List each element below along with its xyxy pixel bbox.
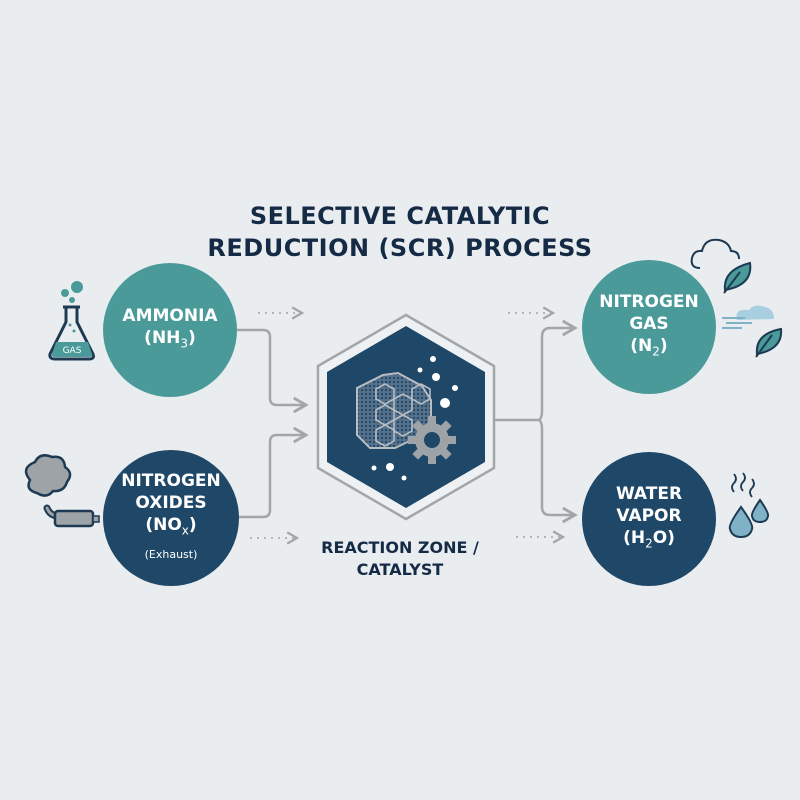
- node-ammonia: AMMONIA (NH3): [103, 263, 237, 397]
- reaction-zone-label: REACTION ZONE / CATALYST: [290, 537, 510, 581]
- node-nox-note: (Exhaust): [144, 547, 198, 561]
- node-ammonia-formula: (NH3): [144, 328, 196, 351]
- connector-reactor-to-water-vapor: [537, 418, 578, 524]
- node-nox-name-2: OXIDES: [135, 493, 207, 514]
- node-n2-name-1: NITROGEN: [599, 292, 699, 313]
- catalyst-honeycomb-icon: [356, 371, 432, 449]
- node-ammonia-name: AMMONIA: [122, 306, 218, 327]
- title-line-1: SELECTIVE CATALYTIC: [249, 202, 551, 230]
- title-line-2: REDUCTION (SCR) PROCESS: [207, 234, 593, 262]
- node-nox-name-1: NITROGEN: [121, 471, 221, 492]
- exhaust-pipe-icon: [24, 454, 100, 528]
- reaction-zone-label-1: REACTION ZONE /: [321, 538, 479, 557]
- wind-leaf-icon: [722, 305, 783, 358]
- reaction-zone-label-2: CATALYST: [356, 560, 444, 579]
- connector-reactor-to-nitrogen-gas: [537, 319, 578, 422]
- node-h2o-name-1: WATER: [615, 484, 683, 505]
- cloud-leaf-icon: [690, 238, 752, 294]
- particle-dots: [371, 356, 458, 481]
- node-nitrogen-oxides: NITROGEN OXIDES (NOx) (Exhaust): [103, 450, 239, 586]
- diagram-title: SELECTIVE CATALYTIC REDUCTION (SCR) PROC…: [0, 200, 800, 264]
- node-water-vapor: WATER VAPOR (H2O): [582, 452, 716, 586]
- node-nox-formula: (NOx): [145, 515, 197, 538]
- flask-label: GAS: [63, 346, 82, 356]
- node-nitrogen-gas: NITROGEN GAS (N2): [582, 260, 716, 394]
- node-h2o-name-2: VAPOR: [616, 506, 682, 527]
- gear-icon: [408, 416, 456, 464]
- node-n2-formula: (N2): [630, 336, 668, 359]
- node-n2-name-2: GAS: [629, 314, 669, 335]
- node-h2o-formula: (H2O): [623, 528, 675, 551]
- flask-icon: [48, 281, 95, 361]
- water-droplets-icon: [728, 472, 770, 539]
- connector-ammonia-to-reactor: [237, 328, 309, 414]
- connector-nox-to-reactor: [237, 426, 309, 519]
